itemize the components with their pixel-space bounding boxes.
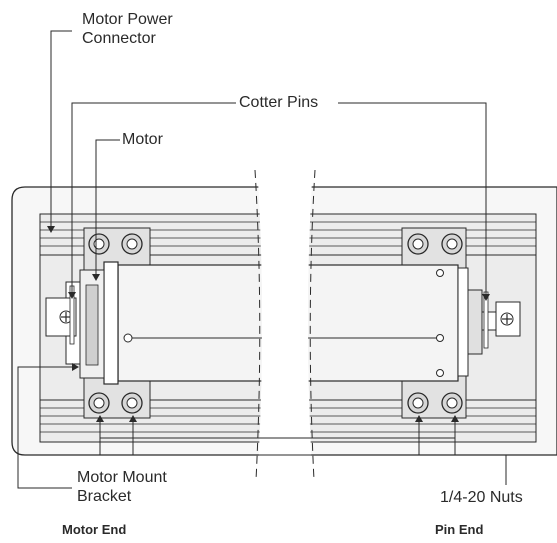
label-motor-mount-line1: Motor Mount [77, 469, 167, 486]
label-motor: Motor [122, 131, 163, 148]
label-nuts: 1/4-20 Nuts [440, 489, 523, 506]
motor-end-assembly [11, 186, 262, 456]
pin-end-assembly [308, 186, 557, 456]
label-motor-power-line1: Motor Power [82, 11, 173, 28]
break-line-right [309, 169, 316, 481]
caption-motor-end: Motor End [62, 522, 127, 537]
leader-lines [17, 30, 507, 489]
label-motor-mount-line2: Bracket [77, 488, 132, 505]
break-line-left [254, 169, 261, 481]
label-motor-power-connector: Motor Power Connector [82, 10, 173, 48]
caption-pin-end: Pin End [435, 522, 484, 537]
label-cotter-pins: Cotter Pins [239, 94, 319, 111]
label-motor-mount-bracket: Motor Mount Bracket [77, 468, 167, 506]
label-motor-power-line2: Connector [82, 30, 156, 47]
